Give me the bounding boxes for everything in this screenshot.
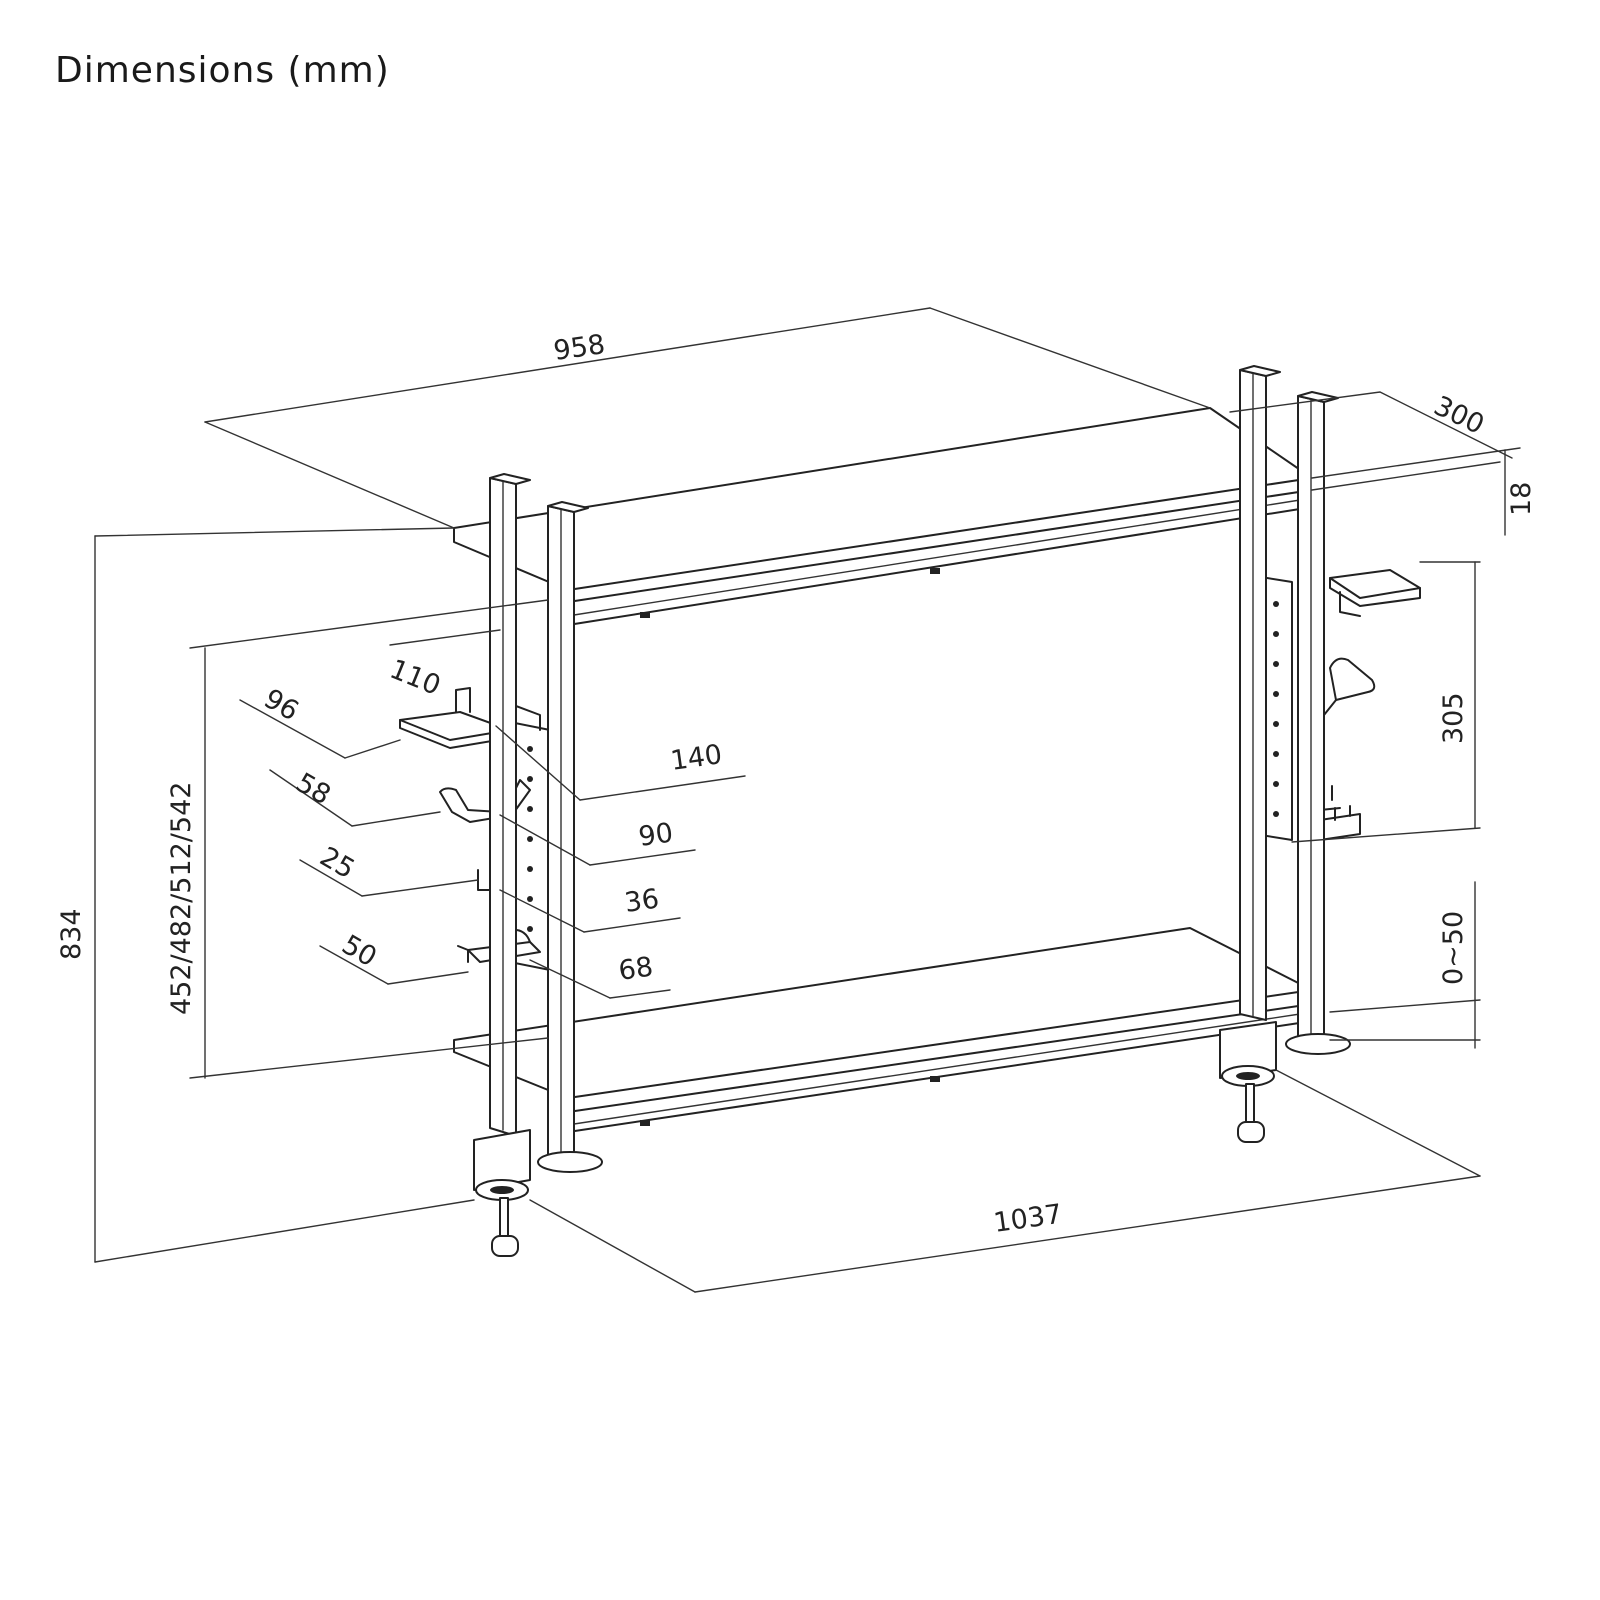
dim-total-height: 834 (56, 908, 87, 960)
right-headphone-accessory (1319, 805, 1361, 841)
dim-acc-holder-width: 90 (637, 817, 675, 852)
top-shelf (453, 407, 1313, 626)
dim-acc-headphone-width: 68 (617, 951, 655, 986)
dim-acc-headphone-depth: 50 (337, 929, 382, 973)
left-back-post (489, 473, 531, 1137)
right-back-post (1239, 365, 1281, 1021)
dim-clamp-range: 0~50 (1438, 911, 1469, 985)
dim-acc-hook-width: 36 (623, 883, 661, 918)
dim-base-width: 1037 (992, 1199, 1064, 1239)
dim-acc-top-hook: 110 (385, 654, 444, 702)
dim-shelf-depth: 300 (1429, 390, 1489, 440)
dim-side-shelf-spacing: 305 (1438, 692, 1469, 744)
dim-acc-tray-width: 140 (669, 739, 724, 777)
dimension-lines (94, 307, 1521, 1293)
left-desk-clamp (473, 1129, 531, 1257)
dim-acc-holder-depth: 58 (291, 767, 336, 811)
right-tray-accessory (1329, 569, 1421, 617)
right-front-post (1285, 391, 1351, 1055)
page-title: Dimensions (mm) (55, 50, 390, 91)
bottom-shelf (453, 927, 1313, 1133)
dim-acc-hook-depth: 25 (315, 841, 360, 885)
dim-acc-tray-depth: 96 (259, 683, 304, 727)
dim-shelf-width: 958 (552, 329, 607, 367)
dim-shelf-thickness: 18 (1506, 482, 1537, 516)
right-desk-clamp (1219, 1021, 1277, 1143)
right-phone-holder-accessory (1319, 657, 1376, 721)
left-front-post (537, 501, 603, 1173)
dim-shelf-height-options: 452/482/512/542 (166, 782, 197, 1015)
